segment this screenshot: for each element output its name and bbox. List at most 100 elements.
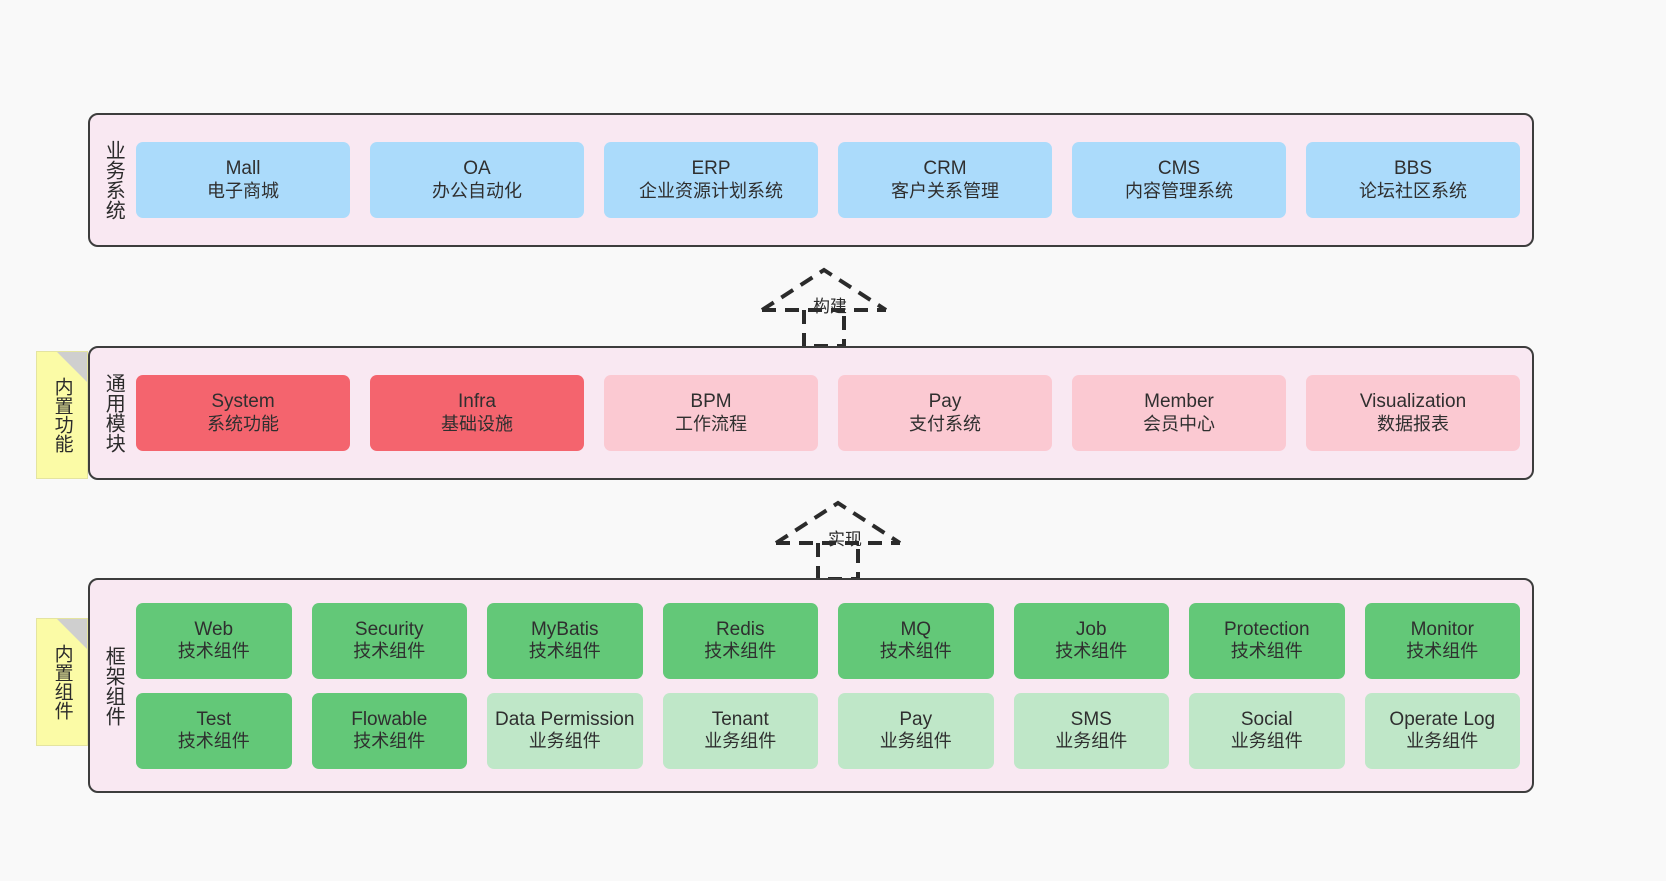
card-desc: 业务组件 bbox=[1406, 731, 1479, 752]
card-desc: 技术组件 bbox=[1055, 641, 1128, 662]
card-desc: 工作流程 bbox=[675, 413, 747, 434]
card-name: Visualization bbox=[1359, 391, 1467, 413]
card-desc: 技术组件 bbox=[1230, 641, 1303, 662]
card-desc: 办公自动化 bbox=[432, 180, 522, 201]
card-desc: 数据报表 bbox=[1377, 413, 1449, 434]
card-desc: 技术组件 bbox=[879, 641, 952, 662]
card-desc: 技术组件 bbox=[1406, 641, 1479, 662]
card-name: CRM bbox=[923, 158, 967, 180]
card-name: Member bbox=[1144, 391, 1214, 413]
card-desc: 论坛社区系统 bbox=[1359, 180, 1467, 201]
card-desc: 基础设施 bbox=[441, 413, 513, 434]
arrow-label-build: 构建 bbox=[813, 297, 847, 316]
card-name: ERP bbox=[691, 158, 731, 180]
card-name: MyBatis bbox=[530, 618, 599, 640]
arrow-label-implement: 实现 bbox=[828, 530, 862, 549]
card-name: BPM bbox=[690, 391, 732, 413]
card-name: Social bbox=[1240, 708, 1293, 730]
card-desc: 客户关系管理 bbox=[891, 180, 999, 201]
card-desc: 内容管理系统 bbox=[1125, 180, 1233, 201]
card-name: Mall bbox=[225, 158, 261, 180]
card-desc: 支付系统 bbox=[909, 413, 981, 434]
card-name: Infra bbox=[457, 391, 497, 413]
card-desc: 系统功能 bbox=[207, 413, 279, 434]
card-name: System bbox=[211, 391, 275, 413]
card-desc: 技术组件 bbox=[177, 731, 250, 752]
layer-title-modules: 通用模块 bbox=[102, 373, 125, 453]
card-desc: 企业资源计划系统 bbox=[639, 180, 783, 201]
card-desc: 业务组件 bbox=[879, 731, 952, 752]
card-name: OA bbox=[463, 158, 491, 180]
card-desc: 技术组件 bbox=[704, 641, 777, 662]
sticky-note-builtin-components-label: 内置组件 bbox=[51, 644, 73, 720]
card-desc: 业务组件 bbox=[704, 731, 777, 752]
card-name: Pay bbox=[899, 708, 933, 730]
card-name: CMS bbox=[1157, 158, 1201, 180]
layer-title-framework: 框架组件 bbox=[102, 645, 125, 726]
card-name: Pay bbox=[928, 391, 962, 413]
card-name: Operate Log bbox=[1389, 708, 1496, 730]
card-name: Security bbox=[354, 618, 424, 640]
card-desc: 业务组件 bbox=[1230, 731, 1303, 752]
card-name: SMS bbox=[1070, 708, 1112, 730]
card-desc: 电子商城 bbox=[207, 180, 279, 201]
card-name: Data Permission bbox=[495, 708, 635, 730]
card-name: Tenant bbox=[711, 708, 769, 730]
card-name: Monitor bbox=[1410, 618, 1474, 640]
card-name: MQ bbox=[900, 618, 932, 640]
card-name: Job bbox=[1075, 618, 1107, 640]
card-desc: 业务组件 bbox=[528, 731, 601, 752]
card-name: Flowable bbox=[351, 708, 428, 730]
card-desc: 业务组件 bbox=[1055, 731, 1128, 752]
card-desc: 技术组件 bbox=[353, 731, 426, 752]
sticky-note-builtin-functions-label: 内置功能 bbox=[51, 377, 73, 453]
sticky-note-builtin-components: 内置组件 bbox=[36, 618, 88, 746]
sticky-note-builtin-functions: 内置功能 bbox=[36, 351, 88, 479]
card-name: Protection bbox=[1223, 618, 1310, 640]
card-desc: 技术组件 bbox=[177, 641, 250, 662]
card-name: BBS bbox=[1393, 158, 1433, 180]
card-name: Redis bbox=[715, 618, 765, 640]
card-desc: 技术组件 bbox=[528, 641, 601, 662]
card-name: Web bbox=[194, 618, 234, 640]
card-desc: 会员中心 bbox=[1143, 413, 1215, 434]
